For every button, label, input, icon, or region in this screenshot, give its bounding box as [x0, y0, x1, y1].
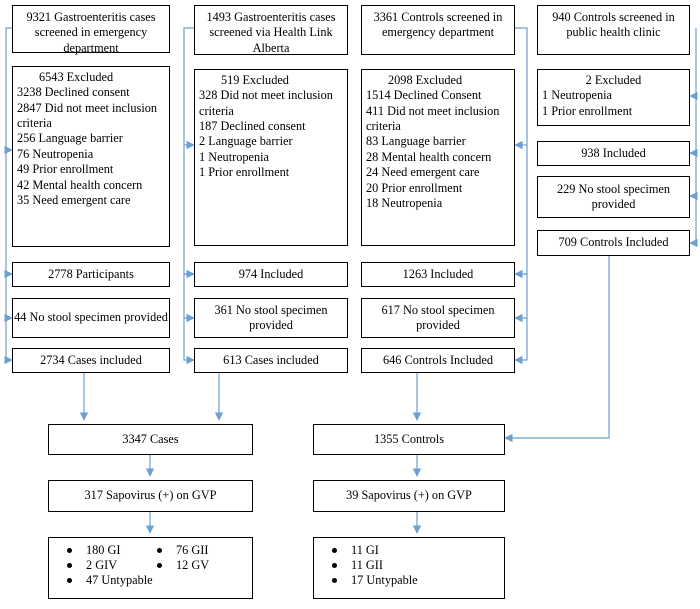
arrow-col3-included-to-controls	[514, 273, 528, 365]
col1-screened-text: 9321 Gastroenteritis cases screened in e…	[26, 10, 156, 55]
col4-screened-text: 940 Controls screened in public health c…	[552, 10, 675, 40]
col3-controls-included-text: 646 Controls Included	[383, 352, 493, 367]
col3-included-box: 1263 Included	[361, 262, 515, 287]
col2-cases-included-text: 613 Cases included	[223, 352, 319, 367]
col2-screened-text: 1493 Gastroenteritis cases screened via …	[206, 10, 336, 55]
col3-excluded-reason: 28 Mental health concern	[366, 149, 492, 164]
col3-excluded-total: 2098 Excluded	[388, 73, 463, 87]
col2-excluded-reason: 187 Declined consent	[199, 119, 306, 134]
col3-controls-included-box: 646 Controls Included	[361, 348, 515, 373]
col3-included-text: 1263 Included	[402, 266, 474, 281]
controls-genotype-box: 11 GI 11 GII 17 Untypable	[313, 537, 505, 599]
controls-total-box: 1355 Controls	[313, 424, 505, 455]
col3-excluded-reason: 24 Need emergent care	[366, 165, 480, 180]
col3-excluded-reason: 83 Language barrier	[366, 134, 466, 149]
col3-excluded-reason: 18 Neutropenia	[366, 195, 443, 210]
col1-excluded-reason: 49 Prior enrollment	[17, 162, 114, 177]
col3-excluded-reason: 411 Did not meet inclusion criteria	[366, 103, 500, 134]
col1-screened-box: 9321 Gastroenteritis cases screened in e…	[12, 5, 170, 55]
col1-excluded-reason: 2847 Did not meet inclusion criteria	[17, 100, 158, 131]
arrow-col4-to-controls	[504, 256, 610, 443]
col4-included-text: 938 Included	[581, 145, 646, 160]
cases-total-text: 3347 Cases	[122, 431, 179, 446]
col2-no-stool-text: 361 No stool specimen provided	[214, 302, 328, 332]
col1-excluded-reason: 35 Need emergent care	[17, 192, 131, 207]
arrow-col4-screen-to-included	[689, 28, 698, 158]
col1-excluded-reason: 76 Neutropenia	[17, 146, 94, 161]
bullet-icon	[332, 578, 337, 583]
bullet-icon	[332, 563, 337, 568]
cases-positive-text: 317 Sapovirus (+) on GVP	[84, 488, 217, 503]
cases-genotype-item: 180 GI	[59, 543, 149, 558]
col2-excluded-total: 519 Excluded	[221, 73, 289, 87]
col2-no-stool-box: 361 No stool specimen provided	[194, 298, 348, 338]
col4-excluded-total: 2 Excluded	[585, 73, 642, 87]
arrow-col2-included-to-cases	[183, 273, 195, 365]
col4-excluded-reason: 1 Neutropenia	[542, 88, 612, 103]
col2-excluded-reason: 2 Language barrier	[199, 134, 293, 149]
col1-excluded-total: 6543 Excluded	[39, 70, 114, 84]
col3-no-stool-text: 617 No stool specimen provided	[381, 302, 495, 332]
arrow-col3-screen-to-included	[514, 27, 528, 279]
cases-total-box: 3347 Cases	[48, 424, 253, 455]
col3-screened-box: 3361 Controls screened in emergency depa…	[361, 5, 515, 55]
cases-genotype-item: 2 GIV	[59, 558, 149, 573]
col1-cases-included-text: 2734 Cases included	[40, 352, 142, 367]
cases-positive-box: 317 Sapovirus (+) on GVP	[48, 480, 253, 512]
bullet-icon	[67, 548, 72, 553]
col1-excluded-reason: 42 Mental health concern	[17, 177, 143, 192]
col1-participants-text: 2778 Participants	[48, 266, 134, 281]
controls-genotype-item: 17 Untypable	[324, 573, 418, 588]
col2-excluded-reason: 1 Prior enrollment	[199, 165, 290, 180]
controls-total-text: 1355 Controls	[373, 431, 445, 446]
cases-genotype-item: 76 GII	[149, 543, 208, 558]
col1-cases-included-box: 2734 Cases included	[12, 348, 170, 373]
bullet-icon	[157, 548, 162, 553]
col4-screened-box: 940 Controls screened in public health c…	[537, 5, 690, 55]
col2-screened-box: 1493 Gastroenteritis cases screened via …	[194, 5, 348, 55]
controls-positive-text: 39 Sapovirus (+) on GVP	[346, 488, 472, 503]
col4-no-stool-box: 229 No stool specimen provided	[537, 176, 690, 218]
cases-genotype-item: 12 GV	[149, 558, 209, 573]
col1-no-stool-text: 44 No stool specimen provided	[14, 310, 168, 325]
col2-excluded-reason: 1 Neutropenia	[199, 149, 269, 164]
cases-genotype-item: 47 Untypable	[59, 573, 153, 588]
bullet-icon	[67, 563, 72, 568]
col4-controls-included-text: 709 Controls Included	[558, 235, 669, 250]
col2-cases-included-box: 613 Cases included	[194, 348, 348, 373]
col2-included-text: 974 Included	[238, 266, 304, 281]
arrow-col2-screen-to-included	[183, 27, 195, 279]
col1-excluded-reason: 3238 Declined consent	[17, 85, 130, 100]
controls-positive-box: 39 Sapovirus (+) on GVP	[313, 480, 505, 512]
bullet-icon	[157, 563, 162, 568]
col1-no-stool-box: 44 No stool specimen provided	[12, 298, 170, 338]
col4-included-box: 938 Included	[537, 141, 690, 166]
col1-participants-box: 2778 Participants	[12, 262, 170, 287]
controls-genotype-item: 11 GI	[324, 543, 379, 558]
col3-excluded-reason: 1514 Declined Consent	[366, 88, 482, 103]
bullet-icon	[67, 578, 72, 583]
col4-excluded-reason: 1 Prior enrollment	[542, 103, 633, 118]
col4-no-stool-text: 229 No stool specimen provided	[556, 181, 671, 211]
col4-controls-included-box: 709 Controls Included	[537, 230, 690, 256]
col1-excluded-reason: 256 Language barrier	[17, 131, 123, 146]
controls-genotype-item: 11 GII	[324, 558, 383, 573]
col3-screened-text: 3361 Controls screened in emergency depa…	[373, 10, 503, 40]
arrow-col4-included-to-controls	[689, 152, 698, 248]
cases-genotype-box: 180 GI 76 GII 2 GIV 12 GV 47 Untypable	[48, 537, 253, 599]
col2-included-box: 974 Included	[194, 262, 348, 287]
col2-excluded-reason: 328 Did not meet inclusion criteria	[199, 88, 333, 118]
col3-no-stool-box: 617 No stool specimen provided	[361, 298, 515, 338]
col3-excluded-reason: 20 Prior enrollment	[366, 180, 463, 195]
bullet-icon	[332, 548, 337, 553]
